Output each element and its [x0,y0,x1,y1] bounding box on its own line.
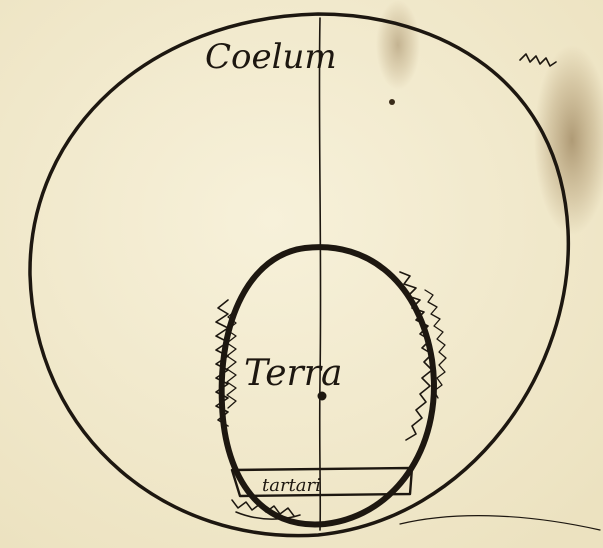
label-terra: Terra [244,353,342,394]
ink-dot [389,99,395,105]
ink-stain-top [376,0,420,90]
label-tartari: tartari [262,475,321,496]
label-coelum: Coelum [205,37,337,77]
